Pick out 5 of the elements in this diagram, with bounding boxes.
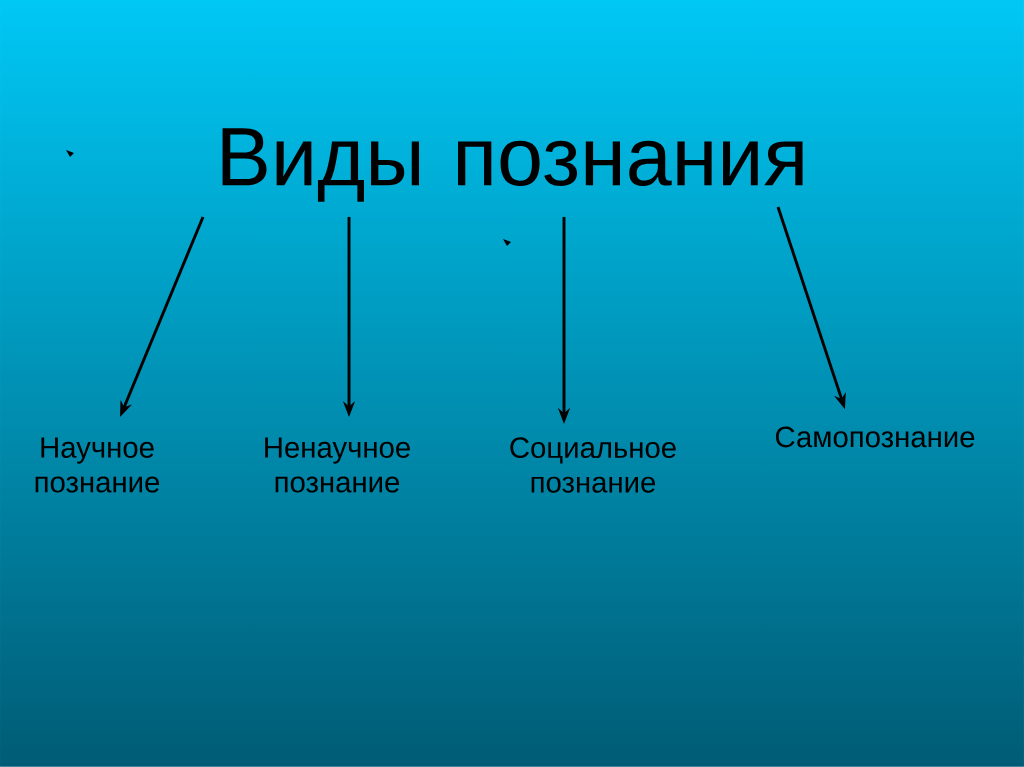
node-label: Ненаучное познание — [265, 437, 410, 493]
node-label: Социальное познание — [510, 437, 676, 493]
title: Виды познания — [222, 128, 803, 202]
node-label: Научное познание — [35, 437, 160, 493]
node-label: Самопознание — [775, 426, 975, 448]
